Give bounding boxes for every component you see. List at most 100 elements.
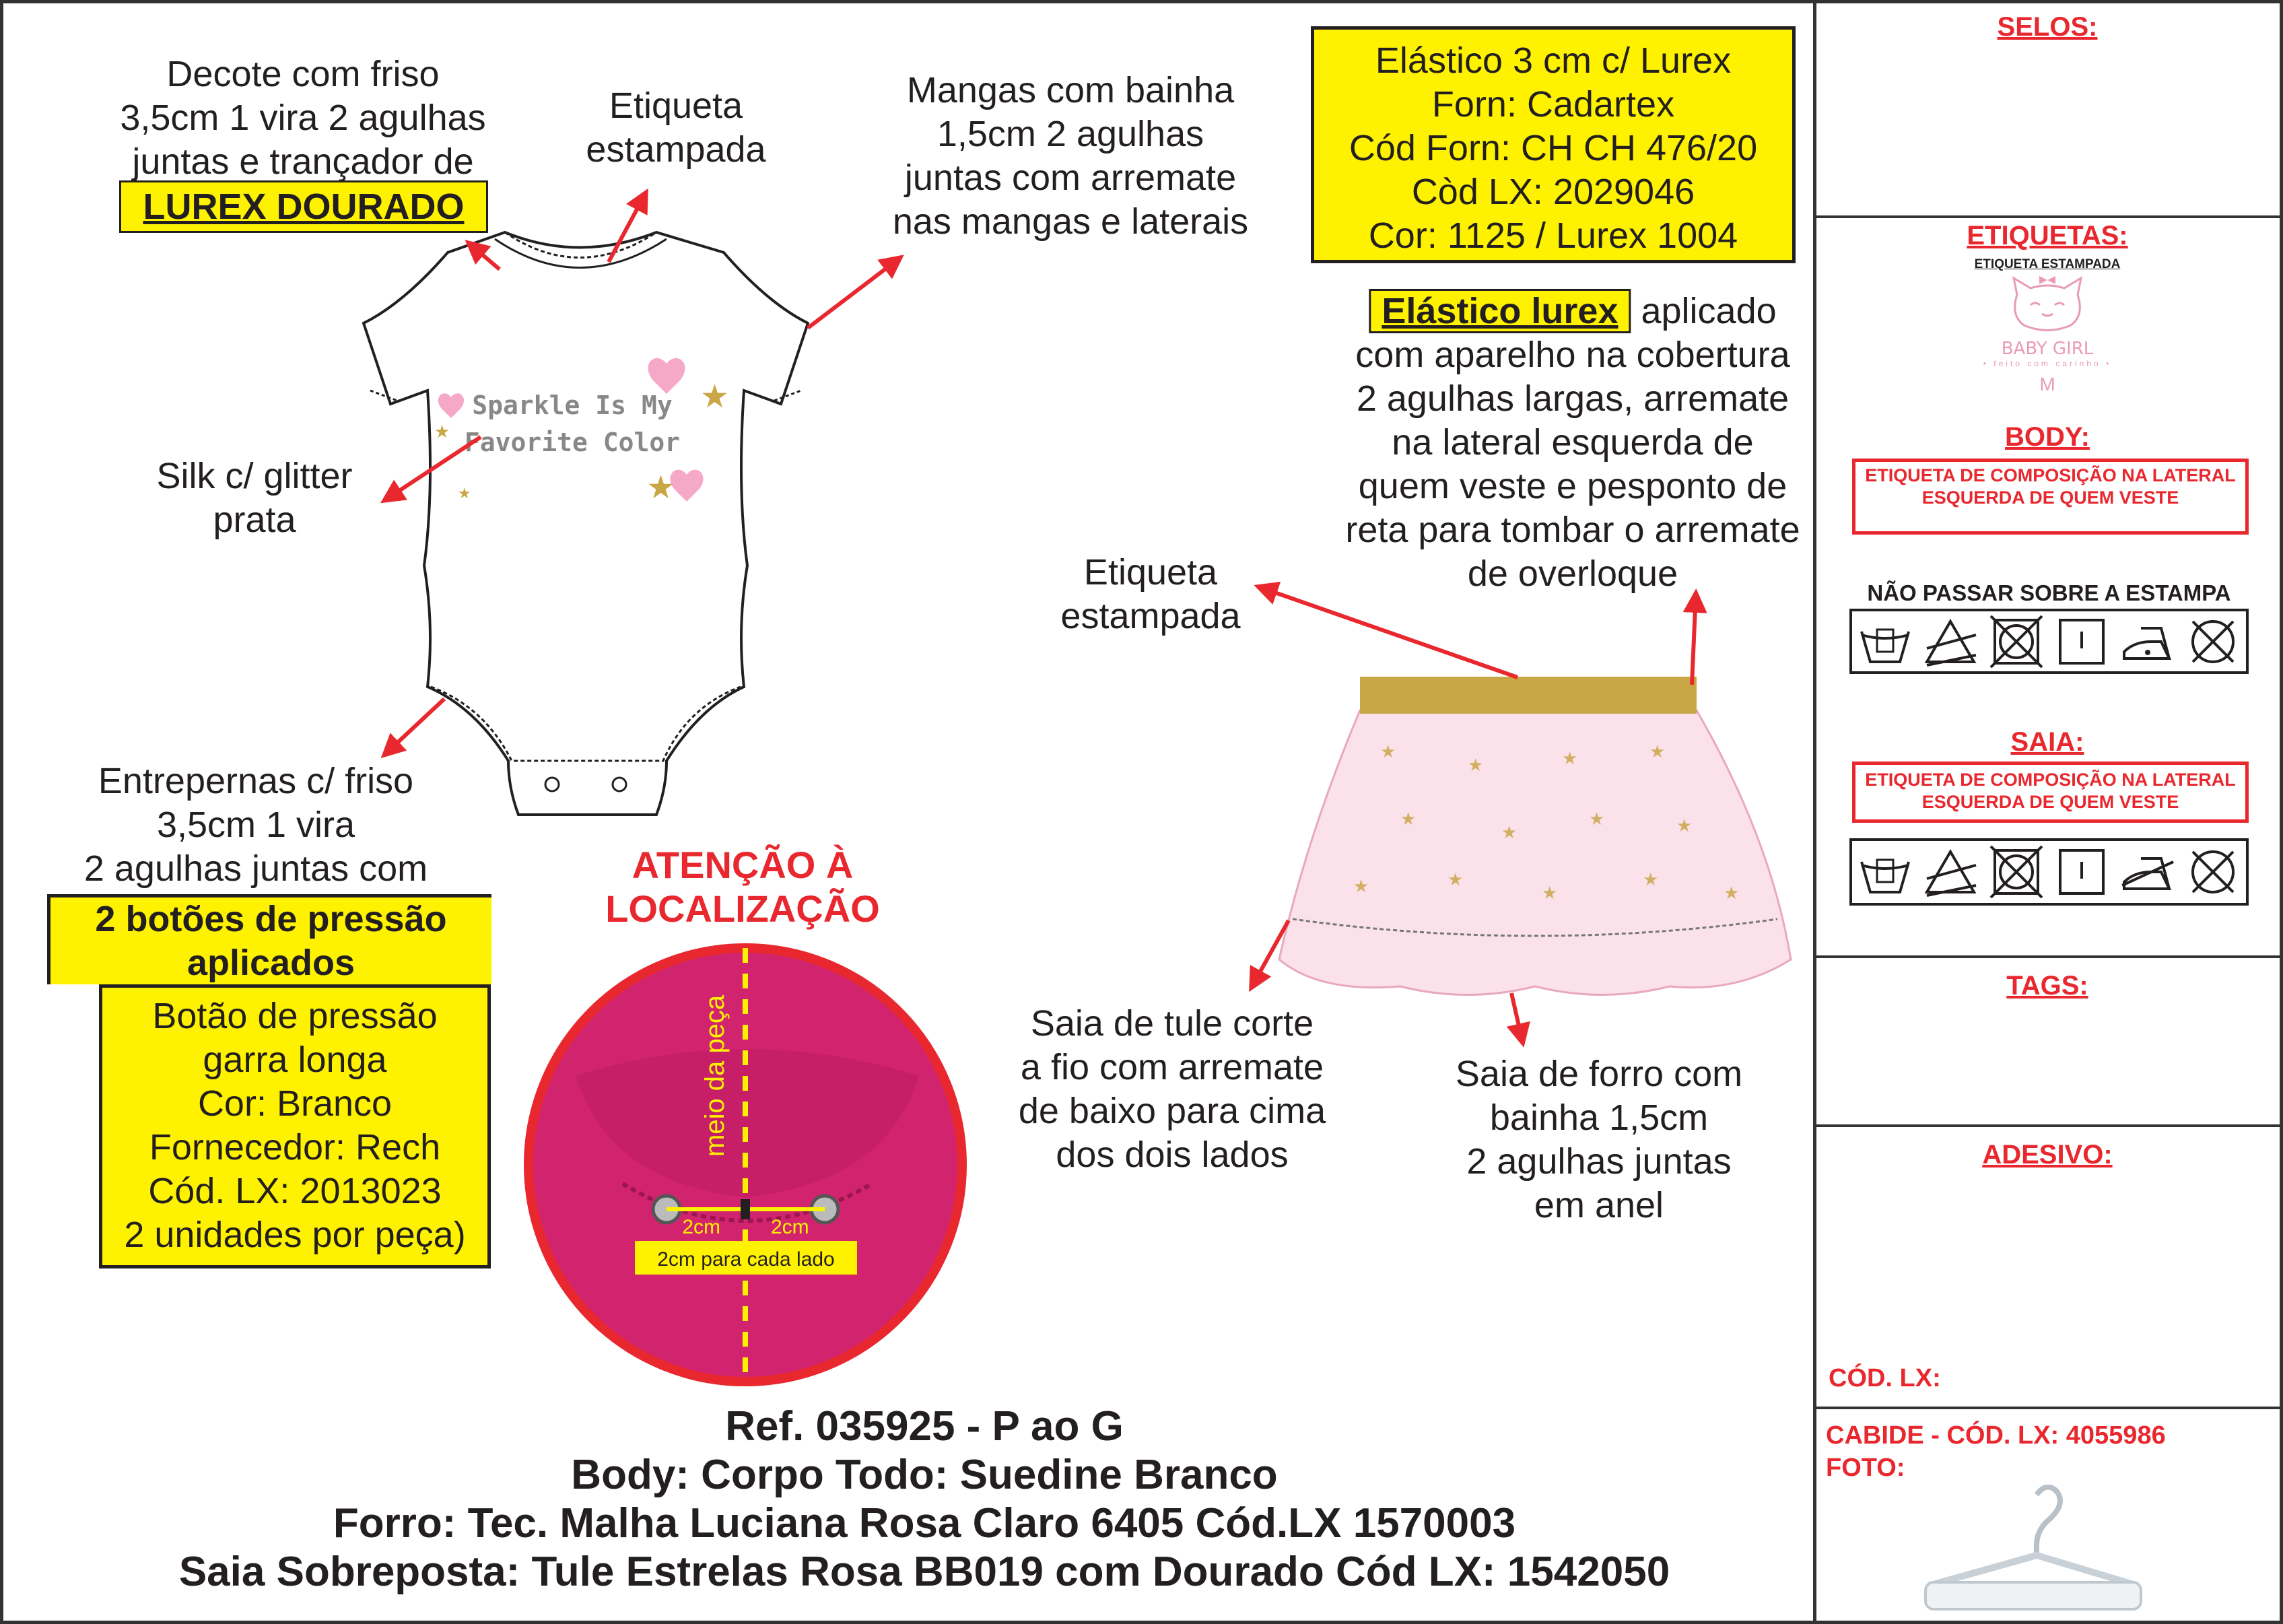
note-line: em anel [1534,1185,1664,1225]
spec-line: garra longa [203,1040,387,1080]
svg-text:★: ★ [1468,755,1483,775]
reference-block: Ref. 035925 - P ao G Body: Corpo Todo: S… [179,1402,1670,1596]
arrow [1249,919,1291,992]
arrow [380,697,446,759]
note-line: 3,5cm 1 vira 2 agulhas [120,98,486,138]
neckline-note: Decote com friso 3,5cm 1 vira 2 agulhas … [120,53,485,184]
heart-icon [670,469,704,502]
note-line: juntas com arremate [904,158,1237,198]
brand-tagline: • feito com carinho • [1983,359,2112,368]
note-line: de overloque [1467,553,1678,594]
reference-line: Body: Corpo Todo: Suedine Branco [571,1452,1278,1498]
tags-heading: TAGS: [2006,971,2088,1001]
title-line: ATENÇÃO À [632,844,854,886]
svg-text:★: ★ [1353,876,1369,896]
arrow [380,435,482,504]
spec-line: Cor: Branco [197,1083,393,1124]
hand-wash-icon [1860,858,1910,893]
arrow [1254,581,1518,679]
svg-text:★: ★ [1676,815,1692,836]
etiquetas-heading: ETIQUETAS: [1967,221,2128,250]
highlight-line: aplicados [186,943,355,983]
panel-divider [1813,0,1816,1624]
highlight-line: 2 botões de pressão [95,899,447,939]
arrow [1506,992,1530,1048]
note-line: na lateral esquerda de [1392,422,1754,463]
note-line: 2 agulhas juntas com [83,848,428,889]
note-line: reta para tombar o arremate [1345,510,1800,550]
print-line-2: Favorite Color [465,428,680,457]
spec-line: Còd LX: 2029046 [1411,172,1695,212]
right-measure: 2cm [771,1216,809,1238]
size-label: M [2039,374,2055,395]
elastic-highlight: Elástico lurex [1369,289,1631,333]
hand-wash-icon [1860,628,1910,663]
spec-line: Cód Forn: CH CH 476/20 [1349,128,1758,168]
attention-title: ATENÇÃO À LOCALIZAÇÃO [605,843,880,931]
skirt-care-symbols [1849,838,2249,906]
note-line: Etiqueta [1083,552,1218,593]
bodysuit-drawing: Sparkle Is My Favorite Color ★ ★ ★ ★ [362,230,810,816]
note-line: nas mangas e laterais [892,201,1249,242]
heart-icon [438,393,465,418]
note-line: de baixo para cima [1018,1091,1326,1131]
brand-label-logo: BABY GIRL • feito com carinho • M [1816,275,2279,395]
divider [1816,215,2283,218]
brand-name: BABY GIRL [2001,339,2094,359]
silk-note: Silk c/ glitter prata [156,454,352,542]
spec-line: 2 unidades por peça) [124,1215,466,1255]
note-line: 2 agulhas juntas [1466,1141,1732,1182]
line-dry-icon [2059,849,2105,895]
note-line: com aparelho na cobertura [1355,335,1790,375]
spec-line: Botão de pressão [152,996,438,1036]
title-line: LOCALIZAÇÃO [605,887,880,930]
svg-text:★: ★ [1589,809,1604,829]
note-line: juntas e trançador de [132,141,474,182]
photo-label: FOTO: [1826,1454,1905,1482]
note-line: Mangas com bainha [906,70,1235,110]
reference-line: Ref. 035925 - P ao G [725,1403,1124,1450]
divider [1816,1407,2283,1409]
note-line: a fio com arremate [1020,1047,1324,1087]
cat-logo-icon [2012,275,2083,331]
etiqueta-estampada-label: ETIQUETA ESTAMPADA [1974,257,2121,271]
measure-caption: 2cm para cada lado [657,1248,835,1271]
hanger-photo [1924,1485,2142,1611]
skirt-composition-box: ETIQUETA DE COMPOSIÇÃO NA LATERAL ESQUER… [1852,762,2249,823]
no-tumble-dry-icon [1989,615,2043,668]
arrow [465,240,501,271]
note-line: quem veste e pesponto de [1358,466,1787,506]
note-line: Saia de forro com [1455,1054,1743,1094]
arrow [807,255,904,330]
note-line: Entrepernas c/ friso [98,761,414,801]
adesivo-heading: ADESIVO: [1982,1140,2113,1170]
body-composition-box: ETIQUETA DE COMPOSIÇÃO NA LATERAL ESQUER… [1852,459,2249,535]
line-dry-icon [2059,618,2105,665]
print-line-1: Sparkle Is My [472,391,672,420]
star-icon: ★ [458,485,471,502]
no-bleach-icon [1924,849,1977,897]
divider [1816,955,2283,958]
left-measure: 2cm [682,1216,720,1238]
hanger-code: CABIDE - CÓD. LX: 4055986 [1826,1421,2166,1450]
iron-low-icon [2122,626,2171,660]
skirt-drawing: ★★★★ ★★★★ ★★★★★ [1278,677,1792,996]
svg-text:★: ★ [1562,748,1577,768]
svg-text:★: ★ [1643,869,1658,889]
annotation-arrows [380,188,1707,1048]
skirt-label-note: Etiqueta estampada [1060,551,1240,638]
no-dry-clean-icon [2191,850,2235,893]
svg-text:★: ★ [1649,741,1665,762]
elastic-note: Elástico lurex aplicado com aparelho na … [1345,289,1800,596]
spec-line: Fornecedor: Rech [149,1127,441,1168]
body-heading: BODY: [2005,422,2090,452]
snaps-highlight: 2 botões de pressão aplicados [47,894,491,984]
note-line: Etiqueta [609,86,743,126]
star-icon: ★ [434,421,450,442]
spec-line: Forn: Cadartex [1431,84,1675,125]
star-pattern: ★★★★ ★★★★ ★★★★★ [1353,741,1739,903]
note-line: estampada [586,129,766,170]
center-label: meio da peça [700,994,730,1157]
reference-line: Forro: Tec. Malha Luciana Rosa Claro 640… [333,1500,1516,1547]
